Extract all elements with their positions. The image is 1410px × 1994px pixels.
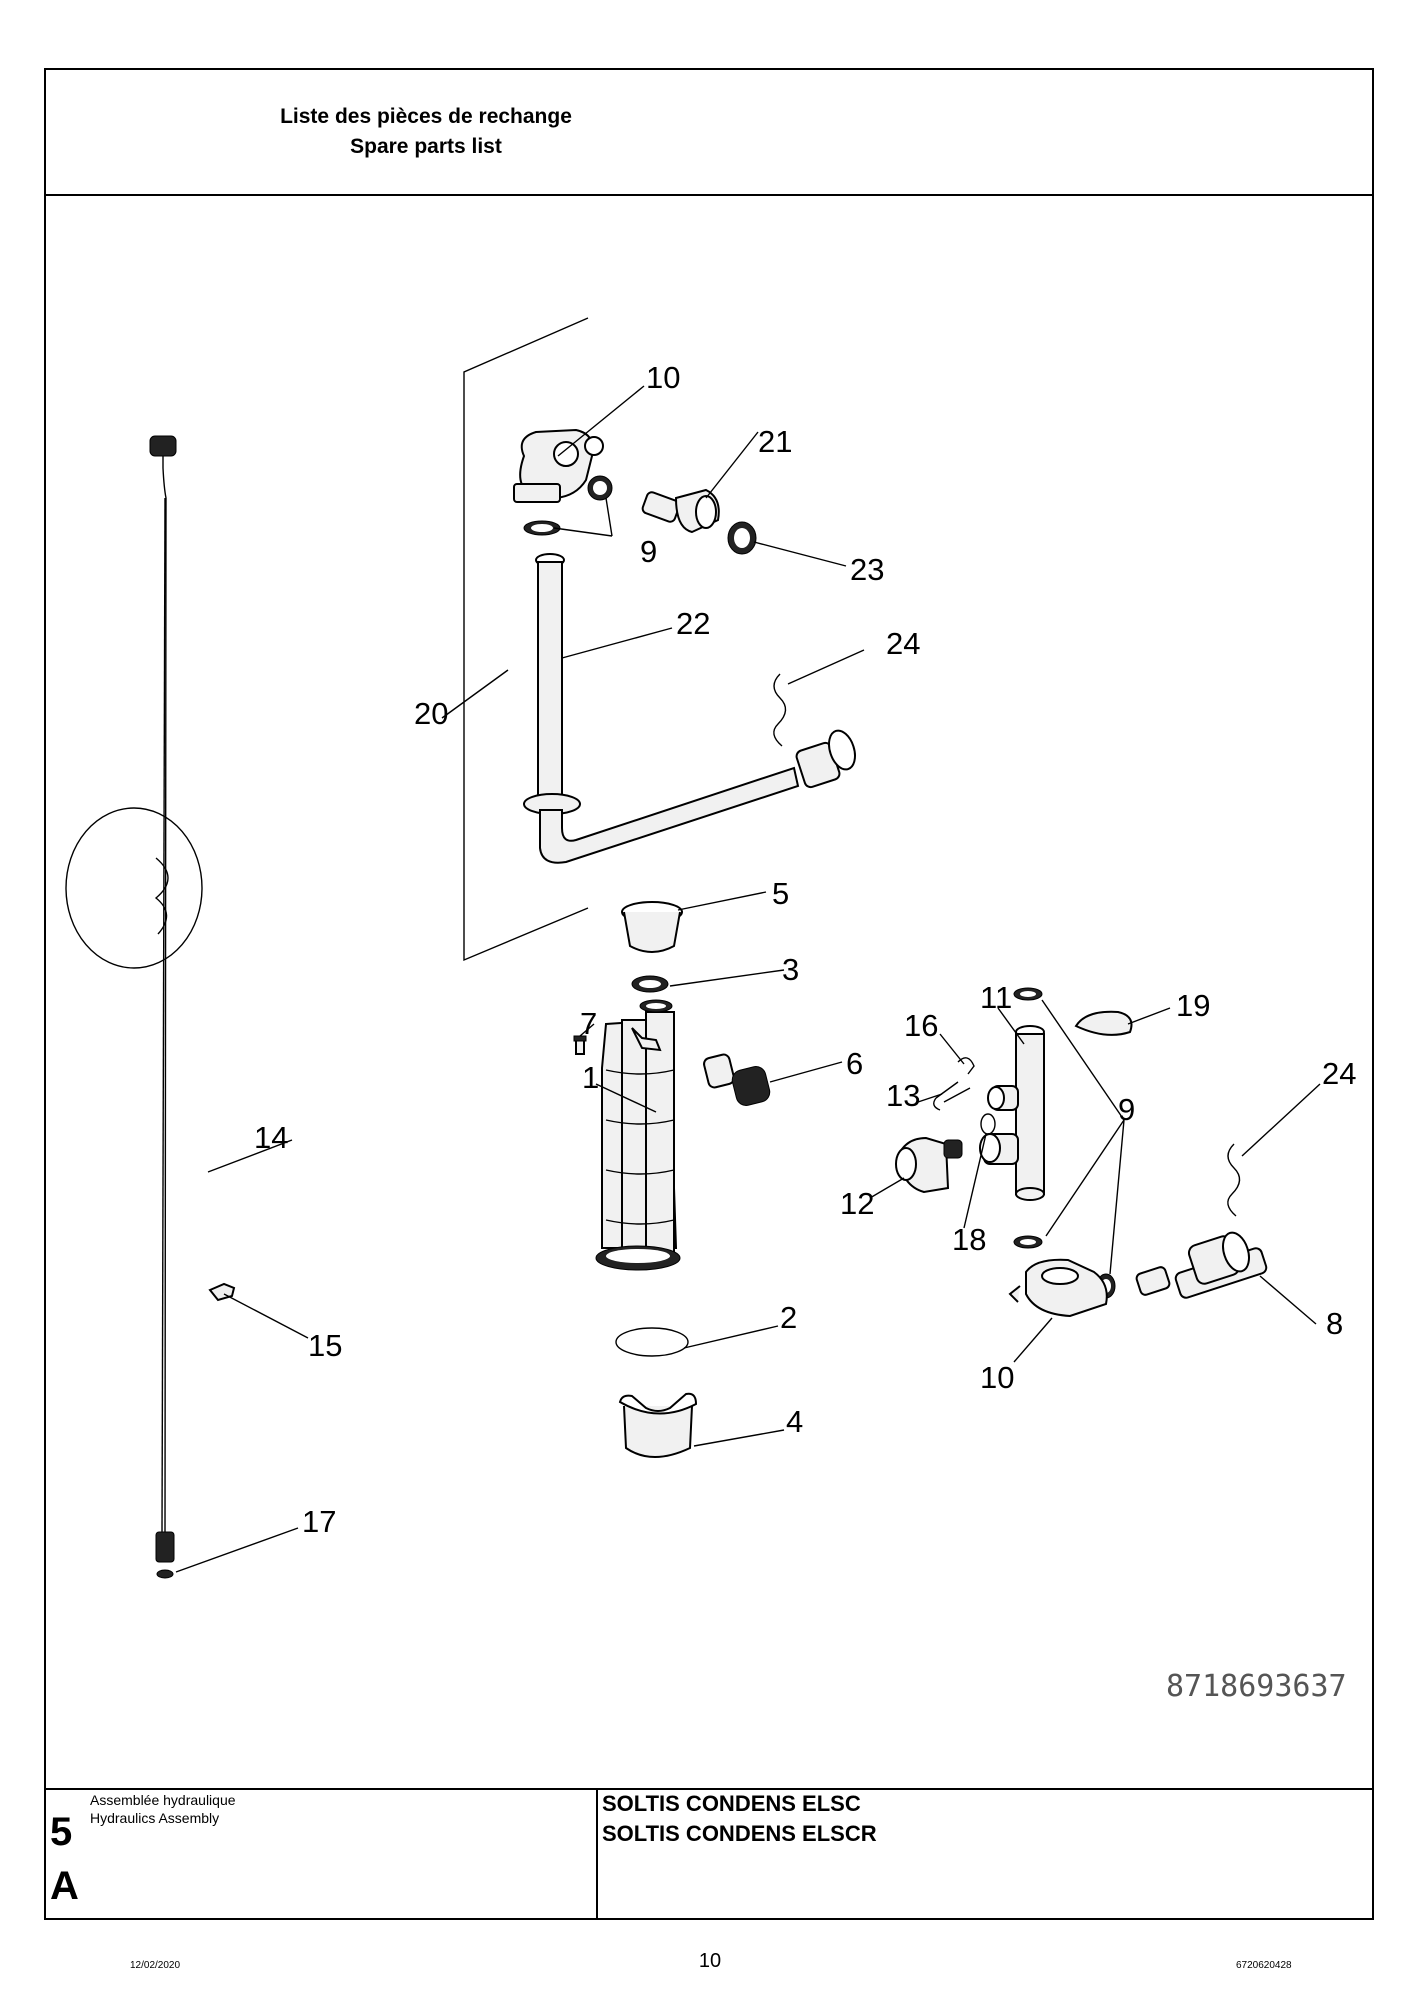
sensor-cable-part	[65, 435, 203, 1579]
callout-18: 18	[952, 1222, 986, 1257]
o-ring-small-hole	[639, 980, 661, 988]
callout-11: 11	[980, 980, 1012, 1015]
callout-24-upper: 24	[886, 626, 920, 661]
callout-20: 20	[414, 696, 448, 731]
clamp-part	[1074, 1010, 1133, 1036]
section-letter: A	[50, 1864, 79, 1908]
footer-doc-number: 6720620428	[1236, 1960, 1292, 1971]
callout-10-upper: 10	[646, 360, 680, 395]
callout-13: 13	[886, 1078, 920, 1113]
callout-2: 2	[780, 1300, 797, 1335]
bottom-cup-part	[618, 1392, 698, 1458]
footer-divider	[46, 1788, 1372, 1790]
lower-valve-body-part	[1008, 1258, 1108, 1318]
model-name-2: SOLTIS CONDENS ELSCR	[602, 1821, 877, 1846]
o-ring-base-part	[615, 1327, 689, 1357]
callout-6: 6	[846, 1046, 863, 1081]
tee-pipe-part	[979, 1025, 1045, 1201]
page-number: 10	[698, 1950, 722, 1972]
callout-7: 7	[580, 1006, 597, 1041]
callout-12: 12	[840, 1186, 874, 1221]
hydraulic-body-part	[595, 999, 681, 1271]
wire-clip-upper-part	[773, 673, 787, 747]
o-ring-large-hole	[734, 528, 750, 548]
adapter-part	[703, 1053, 771, 1106]
spring-clip-part	[957, 1057, 975, 1075]
callout-16: 16	[904, 1008, 938, 1043]
filter-cup-part	[621, 901, 683, 953]
header-divider	[46, 194, 1372, 196]
callout-23: 23	[850, 552, 884, 587]
seal-ring-right-bottom-hole	[1020, 1239, 1036, 1245]
callout-leaders	[175, 385, 1321, 1573]
callout-19: 19	[1176, 988, 1210, 1023]
long-fitting-part	[1135, 1231, 1268, 1299]
callout-4: 4	[786, 1404, 803, 1439]
wall-panel	[463, 317, 589, 962]
seal-ring-top-hole	[531, 524, 553, 532]
section-number: 5	[50, 1810, 73, 1854]
fitting-part	[641, 488, 720, 534]
callout-5: 5	[772, 876, 789, 911]
callout-14: 14	[254, 1120, 288, 1155]
header-title-fr: Liste des pièces de rechange	[280, 105, 572, 128]
callout-8: 8	[1326, 1306, 1343, 1341]
u-clip-part	[933, 1081, 971, 1111]
pipe-part	[523, 553, 856, 864]
callout-10-lower: 10	[980, 1360, 1014, 1395]
seal-ring-upper-hole	[593, 481, 607, 495]
callout-17: 17	[302, 1504, 336, 1539]
wire-clip-lower-part	[1227, 1143, 1241, 1217]
screw-part	[573, 1035, 587, 1055]
callout-3: 3	[782, 952, 799, 987]
drawing-reference-number: 8718693637	[1166, 1669, 1347, 1704]
callout-1: 1	[582, 1060, 599, 1095]
footer-vertical-divider	[596, 1788, 598, 1920]
section-title-fr: Assemblée hydraulique	[90, 1792, 236, 1808]
exploded-parts-diagram: 10 21 9 23 22 24 20 5 3 7 1 6 11 16 19 1…	[65, 317, 1356, 1704]
o-ring-tiny-part	[980, 1113, 996, 1135]
seal-ring-right-top-hole	[1020, 991, 1036, 997]
callout-22: 22	[676, 606, 710, 641]
callout-21: 21	[758, 424, 792, 459]
header-title-en: Spare parts list	[350, 135, 502, 158]
callout-24-lower: 24	[1322, 1056, 1356, 1091]
upper-valve-body-part	[513, 428, 604, 503]
callout-15: 15	[308, 1328, 342, 1363]
safety-valve-part	[895, 1136, 963, 1194]
footer-date: 12/02/2020	[130, 1960, 181, 1971]
callout-9-upper: 9	[640, 534, 657, 569]
model-name-1: SOLTIS CONDENS ELSC	[602, 1791, 861, 1816]
page-frame: Liste des pièces de rechange Spare parts…	[44, 68, 1374, 1920]
section-title-en: Hydraulics Assembly	[90, 1810, 220, 1826]
callout-9-right: 9	[1118, 1092, 1135, 1127]
